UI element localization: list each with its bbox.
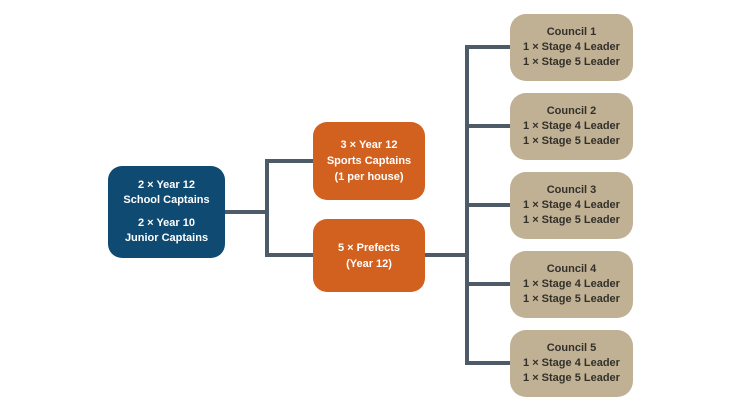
junior-captains-group: 2 × Year 10 Junior Captains	[125, 216, 208, 246]
node-text-line: 1 × Stage 5 Leader	[523, 293, 620, 305]
connector-to-council-3	[467, 203, 510, 207]
connector-to-council-2	[467, 124, 510, 128]
node-council-4: Council 4 1 × Stage 4 Leader 1 × Stage 5…	[510, 251, 633, 318]
council-title: Council 3	[546, 184, 597, 196]
node-school-captains: 2 × Year 12 School Captains 2 × Year 10 …	[108, 166, 225, 258]
connector-to-sports-captains	[267, 159, 313, 163]
node-text-line: (Year 12)	[346, 257, 392, 270]
council-title: Council 2	[546, 105, 597, 117]
council-title: Council 4	[546, 263, 597, 275]
node-text-line: Sports Captains	[326, 155, 412, 167]
node-text-line: (1 per house)	[334, 171, 404, 183]
connector-to-council-5	[467, 361, 510, 365]
node-text-line: 1 × Stage 5 Leader	[523, 135, 620, 147]
node-text-line: 1 × Stage 4 Leader	[523, 278, 620, 290]
connector-root-to-bracket	[225, 210, 267, 214]
node-text-line: 5 × Prefects	[337, 241, 401, 254]
connector-to-council-1	[467, 45, 510, 49]
connector-prefects-to-bracket	[425, 253, 467, 257]
node-text-line: 1 × Stage 5 Leader	[523, 214, 620, 226]
node-text-line: 2 × Year 12	[138, 179, 195, 191]
node-sports-captains: 3 × Year 12 Sports Captains (1 per house…	[313, 122, 425, 200]
node-council-2: Council 2 1 × Stage 4 Leader 1 × Stage 5…	[510, 93, 633, 160]
node-council-5: Council 5 1 × Stage 4 Leader 1 × Stage 5…	[510, 330, 633, 397]
council-title: Council 5	[546, 342, 597, 354]
node-council-1: Council 1 1 × Stage 4 Leader 1 × Stage 5…	[510, 14, 633, 81]
connector-to-council-4	[467, 282, 510, 286]
connector-to-prefects	[267, 253, 313, 257]
node-text-line: 1 × Stage 4 Leader	[523, 120, 620, 132]
school-captains-group: 2 × Year 12 School Captains	[123, 178, 209, 208]
node-prefects: 5 × Prefects (Year 12)	[313, 219, 425, 292]
connector-middle-bracket	[265, 159, 269, 257]
node-text-line: 1 × Stage 4 Leader	[523, 357, 620, 369]
node-text-line: 2 × Year 10	[138, 217, 195, 229]
node-text-line: 3 × Year 12	[340, 139, 398, 151]
council-title: Council 1	[546, 26, 597, 38]
node-text-line: School Captains	[123, 194, 210, 206]
node-text-line: 1 × Stage 4 Leader	[523, 41, 620, 53]
node-text-line: 1 × Stage 5 Leader	[523, 372, 620, 384]
node-text-line: Junior Captains	[124, 232, 209, 244]
node-council-3: Council 3 1 × Stage 4 Leader 1 × Stage 5…	[510, 172, 633, 239]
node-text-line: 1 × Stage 5 Leader	[523, 56, 620, 68]
node-text-line: 1 × Stage 4 Leader	[523, 199, 620, 211]
